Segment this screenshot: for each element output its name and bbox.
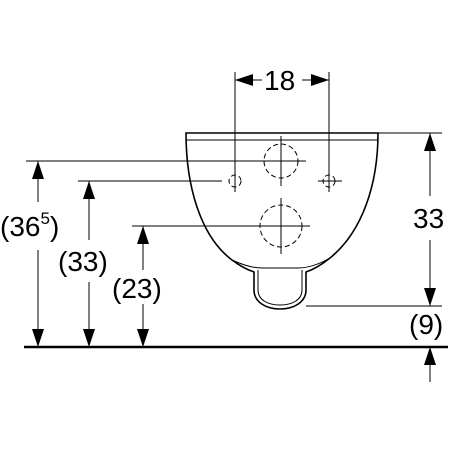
left-total-arrow-top [32,161,44,179]
top-dim-arrow-left [235,74,253,86]
wc-outlet-line [257,270,303,306]
left-mid-arrow-top [83,181,95,199]
right-dim-arrow-bottom [424,288,436,306]
left-mid-arrow-bottom [83,329,95,347]
right-offset-label: (9) [409,309,443,340]
offset-arrow-up [424,347,436,365]
wc-inner-line [231,257,331,269]
left-low-label: (23) [112,273,162,304]
left-total-arrow-bottom [32,329,44,347]
right-height-label: 33 [413,203,444,234]
left-low-arrow-bottom [137,329,149,347]
left-mid-label: (33) [58,246,108,277]
top-width-label: 18 [264,65,295,96]
left-total-label: (365) [0,209,59,242]
right-dim-arrow-top [424,133,436,151]
top-dim-arrow-right [311,74,329,86]
left-low-arrow-top [137,226,149,244]
wc-bowl-outline [185,132,379,310]
